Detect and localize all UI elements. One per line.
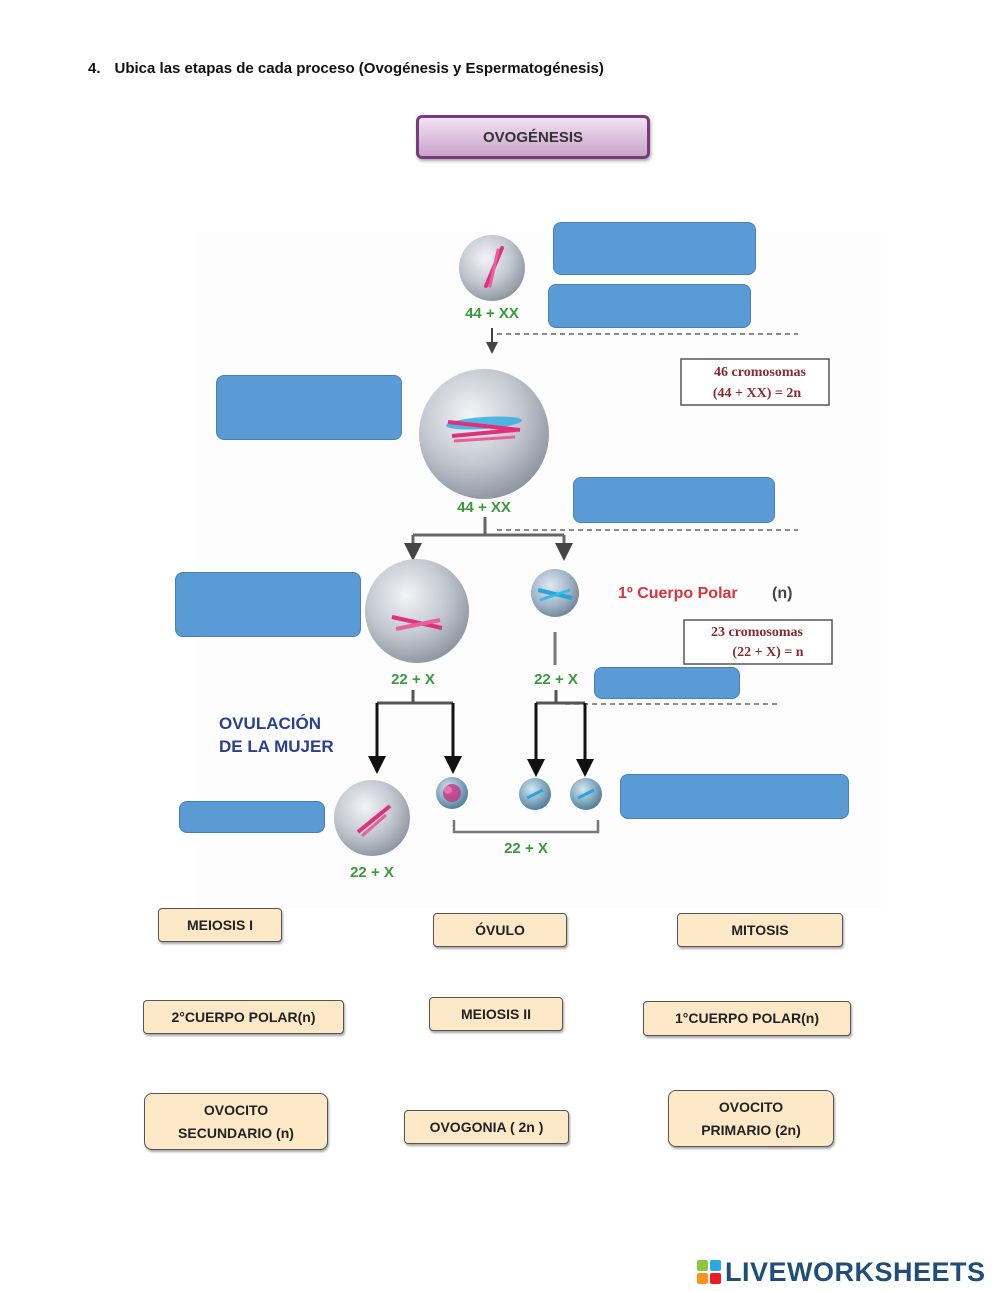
box-46-line1: 46 cromosomas — [714, 365, 806, 380]
chip-2-cuerpo-polar-label: 2°CUERPO POLAR(n) — [171, 1008, 316, 1025]
drop-zone-8[interactable] — [620, 774, 849, 819]
split-lines-right — [527, 690, 594, 777]
label-left-mid: 22 + X — [391, 671, 435, 688]
chip-mitosis-label: MITOSIS — [731, 921, 789, 938]
secondary-oocyte-cell — [365, 559, 469, 663]
box-23-line2: (22 + X) = n — [732, 645, 803, 660]
drop-zone-6[interactable] — [594, 667, 740, 699]
chip-ovocito-secundario-line1: OVOCITO — [203, 1101, 269, 1118]
drop-zone-4[interactable] — [573, 477, 775, 523]
split-lines-left — [368, 690, 462, 774]
label-top-cell: 44 + XX — [465, 305, 519, 322]
chip-ovulo-label: ÓVULO — [475, 921, 525, 938]
logo-text: LIVEWORKSHEETS — [725, 1256, 986, 1287]
oogonium-cell — [459, 235, 525, 301]
drop-zone-7[interactable] — [179, 801, 325, 833]
chromosome-box-46: 46 cromosomas (44 + XX) = 2n — [680, 358, 830, 406]
label-bottom-bracket: 22 + X — [504, 840, 548, 857]
chip-ovocito-primario[interactable]: OVOCITO PRIMARIO (2n) — [668, 1090, 834, 1147]
chip-ovogonia-label: OVOGONIA ( 2n ) — [429, 1118, 544, 1135]
ovum-cell — [334, 780, 410, 856]
chip-meiosis-i-label: MEIOSIS I — [186, 916, 254, 933]
chip-ovogonia[interactable]: OVOGONIA ( 2n ) — [404, 1110, 569, 1144]
label-bottom-left: 22 + X — [350, 864, 394, 881]
chip-meiosis-ii[interactable]: MEIOSIS II — [429, 997, 563, 1031]
label-right-mid: 22 + X — [534, 671, 578, 688]
chip-mitosis[interactable]: MITOSIS — [677, 913, 843, 947]
label-polar-n: (n) — [772, 585, 792, 602]
diagram-drawing: 44 + XX 46 cromosomas (44 + XX) = 2n 44 … — [219, 235, 833, 881]
label-polar-body: 1º Cuerpo Polar — [618, 585, 738, 602]
first-polar-body-cell — [531, 569, 579, 617]
second-polar-body-cell — [436, 777, 468, 809]
chip-ovulo[interactable]: ÓVULO — [433, 913, 567, 947]
drop-zone-1[interactable] — [553, 222, 756, 275]
chip-2-cuerpo-polar[interactable]: 2°CUERPO POLAR(n) — [143, 1000, 344, 1034]
label-ovulation-1: OVULACIÓN — [219, 714, 321, 733]
drop-zone-3[interactable] — [216, 375, 402, 440]
title-box: OVOGÉNESIS — [416, 115, 650, 159]
question-text: Ubica las etapas de cada proceso (Ovogén… — [114, 60, 604, 77]
polar-body-small-1 — [519, 778, 551, 810]
chip-ovocito-primario-line1: OVOCITO — [718, 1098, 784, 1115]
label-big-cell: 44 + XX — [457, 499, 511, 516]
logo-grid-icon — [697, 1260, 721, 1284]
question-heading: 4. Ubica las etapas de cada proceso (Ovog… — [88, 60, 604, 77]
chip-meiosis-i[interactable]: MEIOSIS I — [158, 908, 282, 942]
label-ovulation-2: DE LA MUJER — [219, 737, 334, 756]
chip-ovocito-secundario[interactable]: OVOCITO SECUNDARIO (n) — [144, 1093, 328, 1150]
chip-ovocito-secundario-line2: SECUNDARIO (n) — [178, 1124, 294, 1141]
bracket-polar-bodies — [452, 820, 600, 834]
chip-meiosis-ii-label: MEIOSIS II — [460, 1005, 531, 1022]
chip-ovocito-primario-line2: PRIMARIO (2n) — [701, 1121, 801, 1138]
drop-zone-5[interactable] — [175, 572, 361, 637]
chip-1-cuerpo-polar-label: 1°CUERPO POLAR(n) — [674, 1010, 820, 1026]
box-23-line1: 23 cromosomas — [711, 625, 803, 640]
split-lines-meiosis-i — [404, 517, 573, 561]
chip-1-cuerpo-polar[interactable]: 1°CUERPO POLAR(n) — [643, 1001, 851, 1036]
drop-zone-2[interactable] — [548, 284, 751, 328]
liveworksheets-logo: LIVEWORKSHEETS — [697, 1257, 986, 1287]
question-number: 4. — [88, 60, 101, 77]
primary-oocyte-cell — [419, 369, 549, 499]
title-label: OVOGÉNESIS — [482, 128, 584, 146]
polar-body-small-2 — [570, 778, 602, 810]
box-46-line2: (44 + XX) = 2n — [713, 386, 802, 401]
chromosome-box-23: 23 cromosomas (22 + X) = n — [683, 619, 833, 665]
